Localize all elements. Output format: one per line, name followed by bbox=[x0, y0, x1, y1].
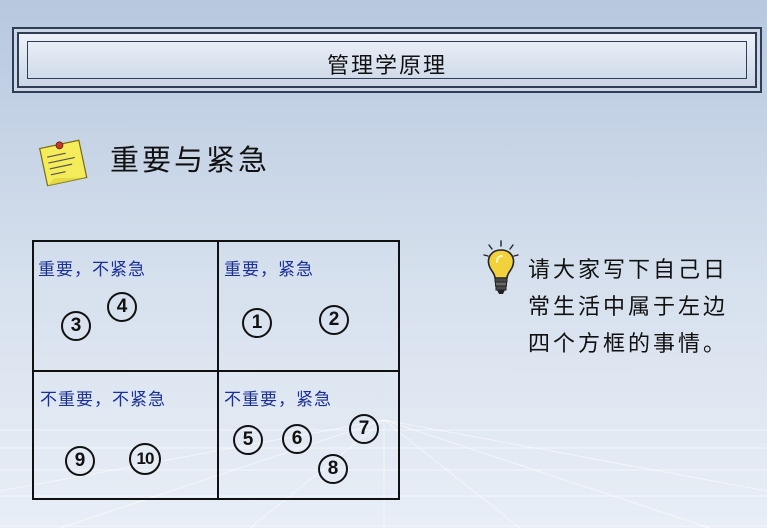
quadrant-label-not-important-urgent: 不重要，紧急 bbox=[224, 390, 332, 410]
instruction-text: 请大家写下自己日 常生活中属于左边 四个方框的事情。 bbox=[528, 252, 760, 363]
item-number-7: 7 bbox=[349, 414, 379, 444]
title-frame: 管理学原理 bbox=[17, 32, 757, 88]
quadrant-label-not-important-not-urgent: 不重要，不紧急 bbox=[40, 390, 166, 410]
quadrant-label-important-not-urgent: 重要，不紧急 bbox=[38, 260, 146, 280]
item-number-1: 1 bbox=[242, 308, 272, 338]
slide-heading: 重要与紧急 bbox=[110, 143, 271, 177]
item-number-4: 4 bbox=[107, 292, 137, 322]
instruction-line-3: 四个方框的事情。 bbox=[528, 332, 729, 357]
lightbulb-icon bbox=[483, 240, 519, 294]
title-frame-inner bbox=[27, 41, 747, 79]
item-number-2: 2 bbox=[319, 305, 349, 335]
item-number-6: 6 bbox=[282, 424, 312, 454]
item-number-9: 9 bbox=[65, 446, 95, 476]
priority-matrix: 重要，不紧急 重要，紧急 不重要，不紧急 不重要，紧急 3 4 1 2 9 10… bbox=[32, 240, 400, 500]
matrix-horizontal-divider bbox=[34, 370, 398, 372]
item-number-3: 3 bbox=[61, 311, 91, 341]
sticky-note-icon bbox=[38, 139, 88, 187]
instruction-line-1: 请大家写下自己日 bbox=[528, 258, 729, 283]
instruction-line-2: 常生活中属于左边 bbox=[528, 295, 729, 320]
item-number-10: 10 bbox=[129, 443, 161, 475]
item-number-5: 5 bbox=[233, 425, 263, 455]
quadrant-label-important-urgent: 重要，紧急 bbox=[224, 260, 314, 280]
slide-title: 管理学原理 bbox=[326, 54, 447, 79]
item-number-8: 8 bbox=[318, 454, 348, 484]
